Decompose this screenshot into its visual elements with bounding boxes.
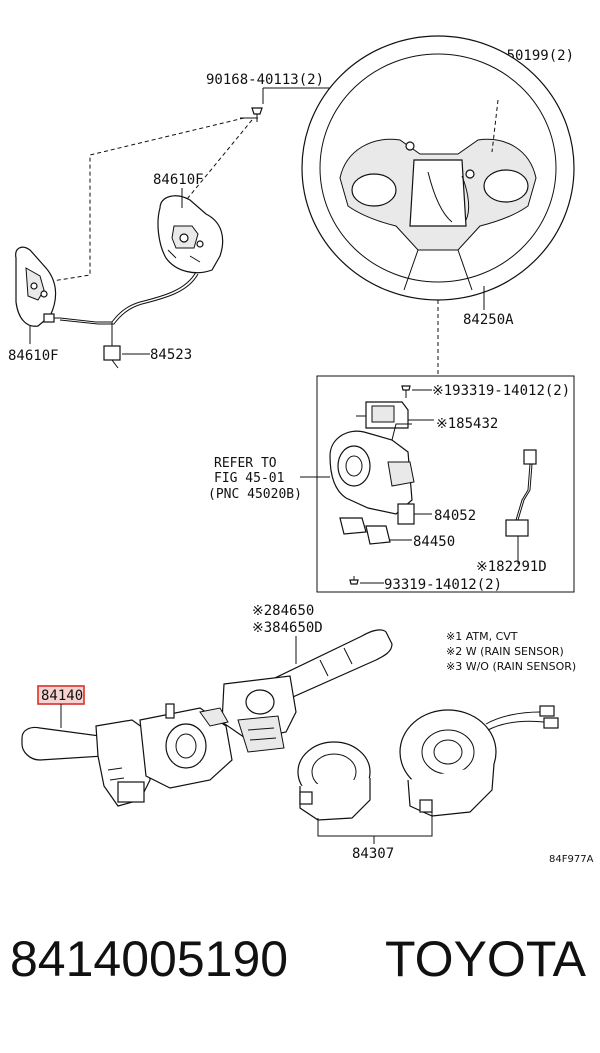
spiral-cable-right-icon: [399, 705, 559, 817]
label-sensor: ※185432: [436, 416, 498, 432]
footer-part-number: 8414005190: [10, 931, 289, 987]
wire-harness-icon: [43, 271, 199, 369]
turn-signal-switch-icon: [21, 703, 233, 807]
label-switch-left: 84610F: [8, 348, 59, 364]
label-bolt-top-left: 90168-40113(2): [206, 72, 324, 88]
wiper-switch-icon: [221, 629, 393, 753]
label-switch-right: 84610F: [153, 172, 204, 188]
label-screw-top: ※193319-14012(2): [432, 383, 570, 399]
sub-assembly-box: [316, 375, 575, 593]
label-wheel: 84250A: [463, 312, 514, 328]
spiral-cable-left-icon: [297, 741, 371, 821]
footer: 8414005190 TOYOTA: [0, 930, 600, 1010]
label-wire: 84523: [150, 347, 192, 363]
steering-wheel-icon: [301, 35, 575, 301]
part-84450-icon: [339, 517, 412, 545]
label-part-84450: 84450: [413, 534, 455, 550]
note-1: ※1 ATM, CVT: [446, 630, 518, 643]
label-wiper-1: ※284650: [252, 603, 314, 619]
note-2: ※2 W (RAIN SENSOR): [446, 645, 564, 658]
part-82291d-icon: [505, 449, 537, 564]
label-part-82291d: ※182291D: [476, 559, 547, 575]
bolt-top-left-icon: [251, 107, 263, 122]
paddle-switch-left-icon: [15, 246, 57, 327]
label-part-84052: 84052: [434, 508, 476, 524]
combination-switch-body-icon: [329, 423, 415, 515]
label-refer-2: FIG 45-01: [214, 471, 284, 486]
label-refer-1: REFER TO: [214, 456, 277, 471]
screw-bottom-icon: [349, 576, 359, 585]
sensor-icon: [356, 401, 434, 429]
part-84052-icon: [397, 503, 432, 525]
screw-top-icon: [401, 385, 411, 398]
label-spiral: 84307: [352, 846, 394, 862]
label-refer-3: (PNC 45020B): [208, 487, 302, 502]
figure-code: 84F977A: [549, 854, 594, 865]
paddle-switch-right-icon: [157, 195, 224, 274]
label-highlight: 84140: [41, 688, 83, 704]
note-3: ※3 W/O (RAIN SENSOR): [446, 660, 576, 673]
footer-brand: TOYOTA: [385, 931, 586, 987]
label-screw-bottom: 93319-14012(2): [384, 577, 502, 593]
label-wiper-2: ※384650D: [252, 620, 323, 636]
